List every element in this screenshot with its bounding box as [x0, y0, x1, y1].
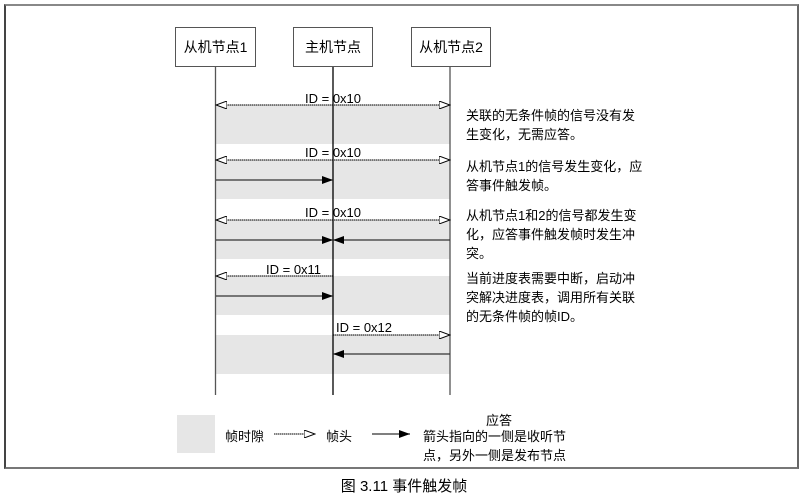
frame-description-1: 关联的无条件帧的信号没有发生变化，无需应答。: [466, 108, 636, 142]
frame-id-label-3: ID = 0x10: [305, 205, 362, 220]
legend-response-desc: 箭头指向的一侧是收听节点，另外一侧是发布节点: [423, 429, 567, 463]
node-slave-1: 从机节点1: [175, 27, 256, 67]
legend-slot-label: 帧时隙: [225, 429, 265, 444]
frame-description-3: 从机节点1和2的信号都发生变化，应答事件触发帧时发生冲突。: [466, 208, 637, 261]
node-slave-2: 从机节点2: [411, 27, 491, 67]
frame-id-label-5: ID = 0x12: [336, 320, 393, 335]
frame-id-label-1: ID = 0x10: [305, 91, 362, 106]
node-master: 主机节点: [293, 27, 373, 67]
figure-frame: [4, 4, 799, 469]
legend-slot-swatch: [177, 415, 215, 453]
frame-id-label-2: ID = 0x10: [305, 145, 362, 160]
frame-id-label-4: ID = 0x11: [266, 262, 322, 277]
legend-response-title: 应答: [486, 413, 513, 428]
figure-caption: 图 3.11 事件触发帧: [340, 478, 468, 495]
legend-header-label: 帧头: [326, 429, 353, 444]
frame-description-4: 当前进度表需要中断，启动冲突解决进度表，调用所有关联的无条件帧的帧ID。: [466, 271, 636, 324]
frame-description-2: 从机节点1的信号发生变化，应答事件触发帧。: [466, 159, 643, 193]
